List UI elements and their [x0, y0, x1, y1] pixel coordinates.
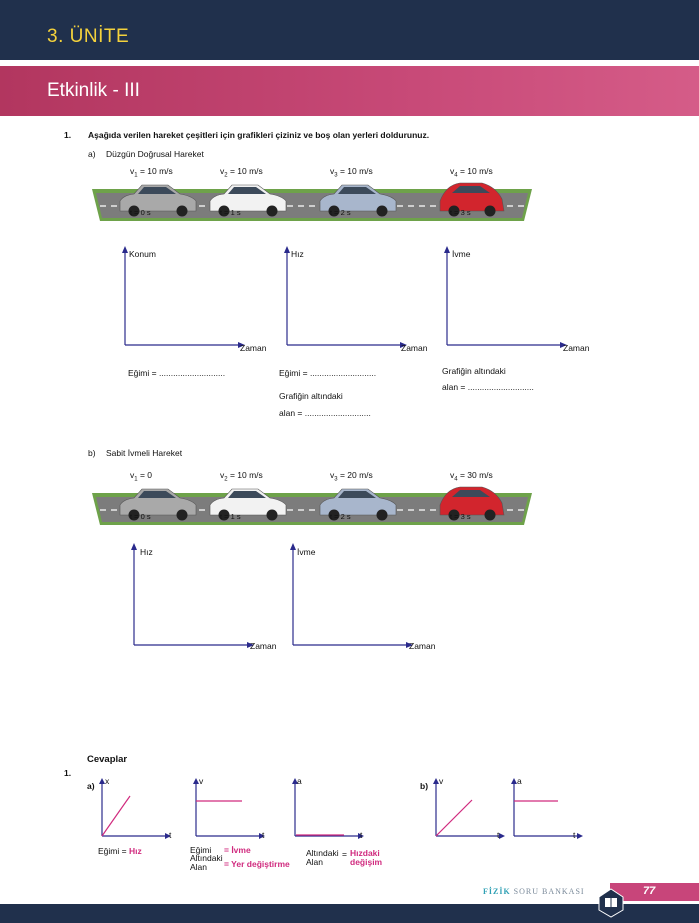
part-a-car-4-time: t = 3 s [450, 208, 471, 217]
blank-slope-1: Eğimi = ............................ [128, 368, 226, 378]
answer-note-2b-line2: Alan [190, 862, 208, 872]
road-scene-b [92, 486, 532, 525]
blank-area2-line1: Grafiğin altındaki [279, 391, 343, 401]
answer-note-1-label: Eğimi = [98, 846, 129, 856]
answer-note-3-value-line1: Hızdaki [350, 848, 380, 858]
graph-a2-xlabel: Zaman [401, 343, 428, 353]
answers-b-label: b) [420, 781, 429, 791]
bottom-footer-band [0, 904, 699, 923]
graph-a-position [122, 246, 245, 348]
unit-title: 3. ÜNİTE [47, 26, 130, 47]
graph-a2-ylabel: Hız [291, 249, 304, 259]
answers-number: 1. [64, 768, 72, 778]
top-header-band [0, 0, 699, 60]
page-number-tab [610, 883, 699, 901]
part-a-car-1-velocity: v1 = 10 m/s [130, 166, 173, 179]
answer-graph-4-xlabel: t [497, 830, 500, 840]
answer-note-3-value-line2: değişim [350, 857, 383, 867]
answer-note-2b-label: Altındaki Alan [190, 854, 223, 872]
part-a-car-3 [319, 184, 397, 217]
part-b-car-3 [319, 488, 397, 521]
answer-graph-2 [193, 778, 265, 839]
graph-a3-ylabel: İvme [452, 249, 471, 259]
footer-brand-fizik: FİZİK [483, 887, 511, 896]
answer-note-2a-value: = İvme [224, 845, 251, 855]
question-number: 1. [64, 130, 72, 140]
activity-band [0, 66, 699, 116]
answer-note-3-eq: = [342, 849, 347, 859]
answer-note-3-line1: Altındaki [306, 848, 339, 858]
answer-graph-3-ylabel: a [297, 776, 302, 786]
answer-note-3-line2: Alan [306, 857, 324, 867]
answer-graph-5-ylabel: a [517, 776, 522, 786]
part-b-car-1-velocity: v1 = 0 [130, 470, 153, 483]
part-a-car-4 [439, 182, 505, 217]
part-b-car-4 [439, 486, 505, 521]
page-number: 77 [643, 885, 656, 897]
graph-a-velocity [284, 246, 407, 348]
answer-graph-4-ylabel: v [439, 776, 444, 786]
answers-title: Cevaplar [87, 754, 128, 765]
footer-brand: FİZİK SORU BANKASI [483, 887, 585, 896]
part-a-car-2 [209, 184, 287, 217]
footer-brand-soru: SORU BANKASI [513, 887, 585, 896]
answer-graph-1-xlabel: t [169, 830, 172, 840]
answer-note-2b-line1: Altındaki [190, 853, 223, 863]
answer-graph-1 [99, 778, 171, 839]
graph-a1-xlabel: Zaman [240, 343, 267, 353]
part-a-car-3-time: t = 2 s [330, 208, 351, 217]
blank-area2-line2: alan = ............................ [279, 408, 371, 418]
part-b-car-4-velocity: v4 = 30 m/s [450, 470, 493, 483]
part-b-car-3-time: t = 2 s [330, 512, 351, 521]
graph-a1-ylabel: Konum [129, 249, 156, 259]
graph-b2-ylabel: İvme [297, 547, 316, 557]
answer-note-1-value: Hız [128, 846, 142, 856]
answer-graph-3 [292, 778, 364, 839]
part-b-car-2 [209, 488, 287, 521]
graph-a3-xlabel: Zaman [563, 343, 590, 353]
graph-b1-xlabel: Zaman [250, 641, 277, 651]
answer-graph-2-xlabel: t [262, 830, 265, 840]
answer-graph-1-ylabel: x [105, 776, 110, 786]
part-a-car-3-velocity: v3 = 10 m/s [330, 166, 373, 179]
part-b-car-2-time: t = 1 s [220, 512, 241, 521]
graph-b2-xlabel: Zaman [409, 641, 436, 651]
answers-a-label: a) [87, 781, 95, 791]
part-a-car-4-velocity: v4 = 10 m/s [450, 166, 493, 179]
road-scene-a [92, 182, 532, 221]
part-b-car-1-time: t = 0 s [130, 512, 151, 521]
graph-b1-ylabel: Hız [140, 547, 153, 557]
book-logo-icon [598, 888, 624, 918]
part-a-label: a) [88, 149, 96, 159]
part-a-car-2-time: t = 1 s [220, 208, 241, 217]
part-b-car-3-velocity: v3 = 20 m/s [330, 470, 373, 483]
part-b-label: b) [88, 448, 96, 458]
answer-graph-4 [433, 778, 505, 839]
blank-slope-2: Eğimi = ............................ [279, 368, 377, 378]
part-a-car-1-time: t = 0 s [130, 208, 151, 217]
question-text: Aşağıda verilen hareket çeşitleri için g… [88, 130, 430, 140]
answer-note-2a-label: Eğimi [190, 845, 212, 855]
part-a-title: Düzgün Doğrusal Hareket [106, 149, 204, 159]
part-b-car-1 [119, 488, 197, 521]
blank-area3-line2: alan = ............................ [442, 382, 534, 392]
answer-graph-3-xlabel: t [360, 830, 363, 840]
part-b-car-2-velocity: v2 = 10 m/s [220, 470, 263, 483]
answer-graph-5 [511, 778, 583, 839]
answer-note-3-label: Altındaki Alan [306, 849, 339, 867]
answer-note-3-value: Hızdaki değişim [350, 849, 382, 867]
answer-graph-2-ylabel: v [199, 776, 204, 786]
answer-note-1: Eğimi = Hız [98, 846, 142, 856]
part-a-car-1 [119, 184, 197, 217]
graph-b-acceleration [290, 543, 413, 648]
answer-graph-5-xlabel: t [573, 830, 576, 840]
part-b-title: Sabit İvmeli Hareket [106, 448, 183, 458]
graph-a-acceleration [444, 246, 567, 348]
blank-area3-line1: Grafiğin altındaki [442, 366, 506, 376]
answer-note-2b-value: = Yer değiştirme [224, 859, 290, 869]
part-a-car-2-velocity: v2 = 10 m/s [220, 166, 263, 179]
activity-title: Etkinlik - III [47, 80, 140, 101]
graph-b-velocity [131, 543, 254, 648]
part-b-car-4-time: t = 3 s [450, 512, 471, 521]
